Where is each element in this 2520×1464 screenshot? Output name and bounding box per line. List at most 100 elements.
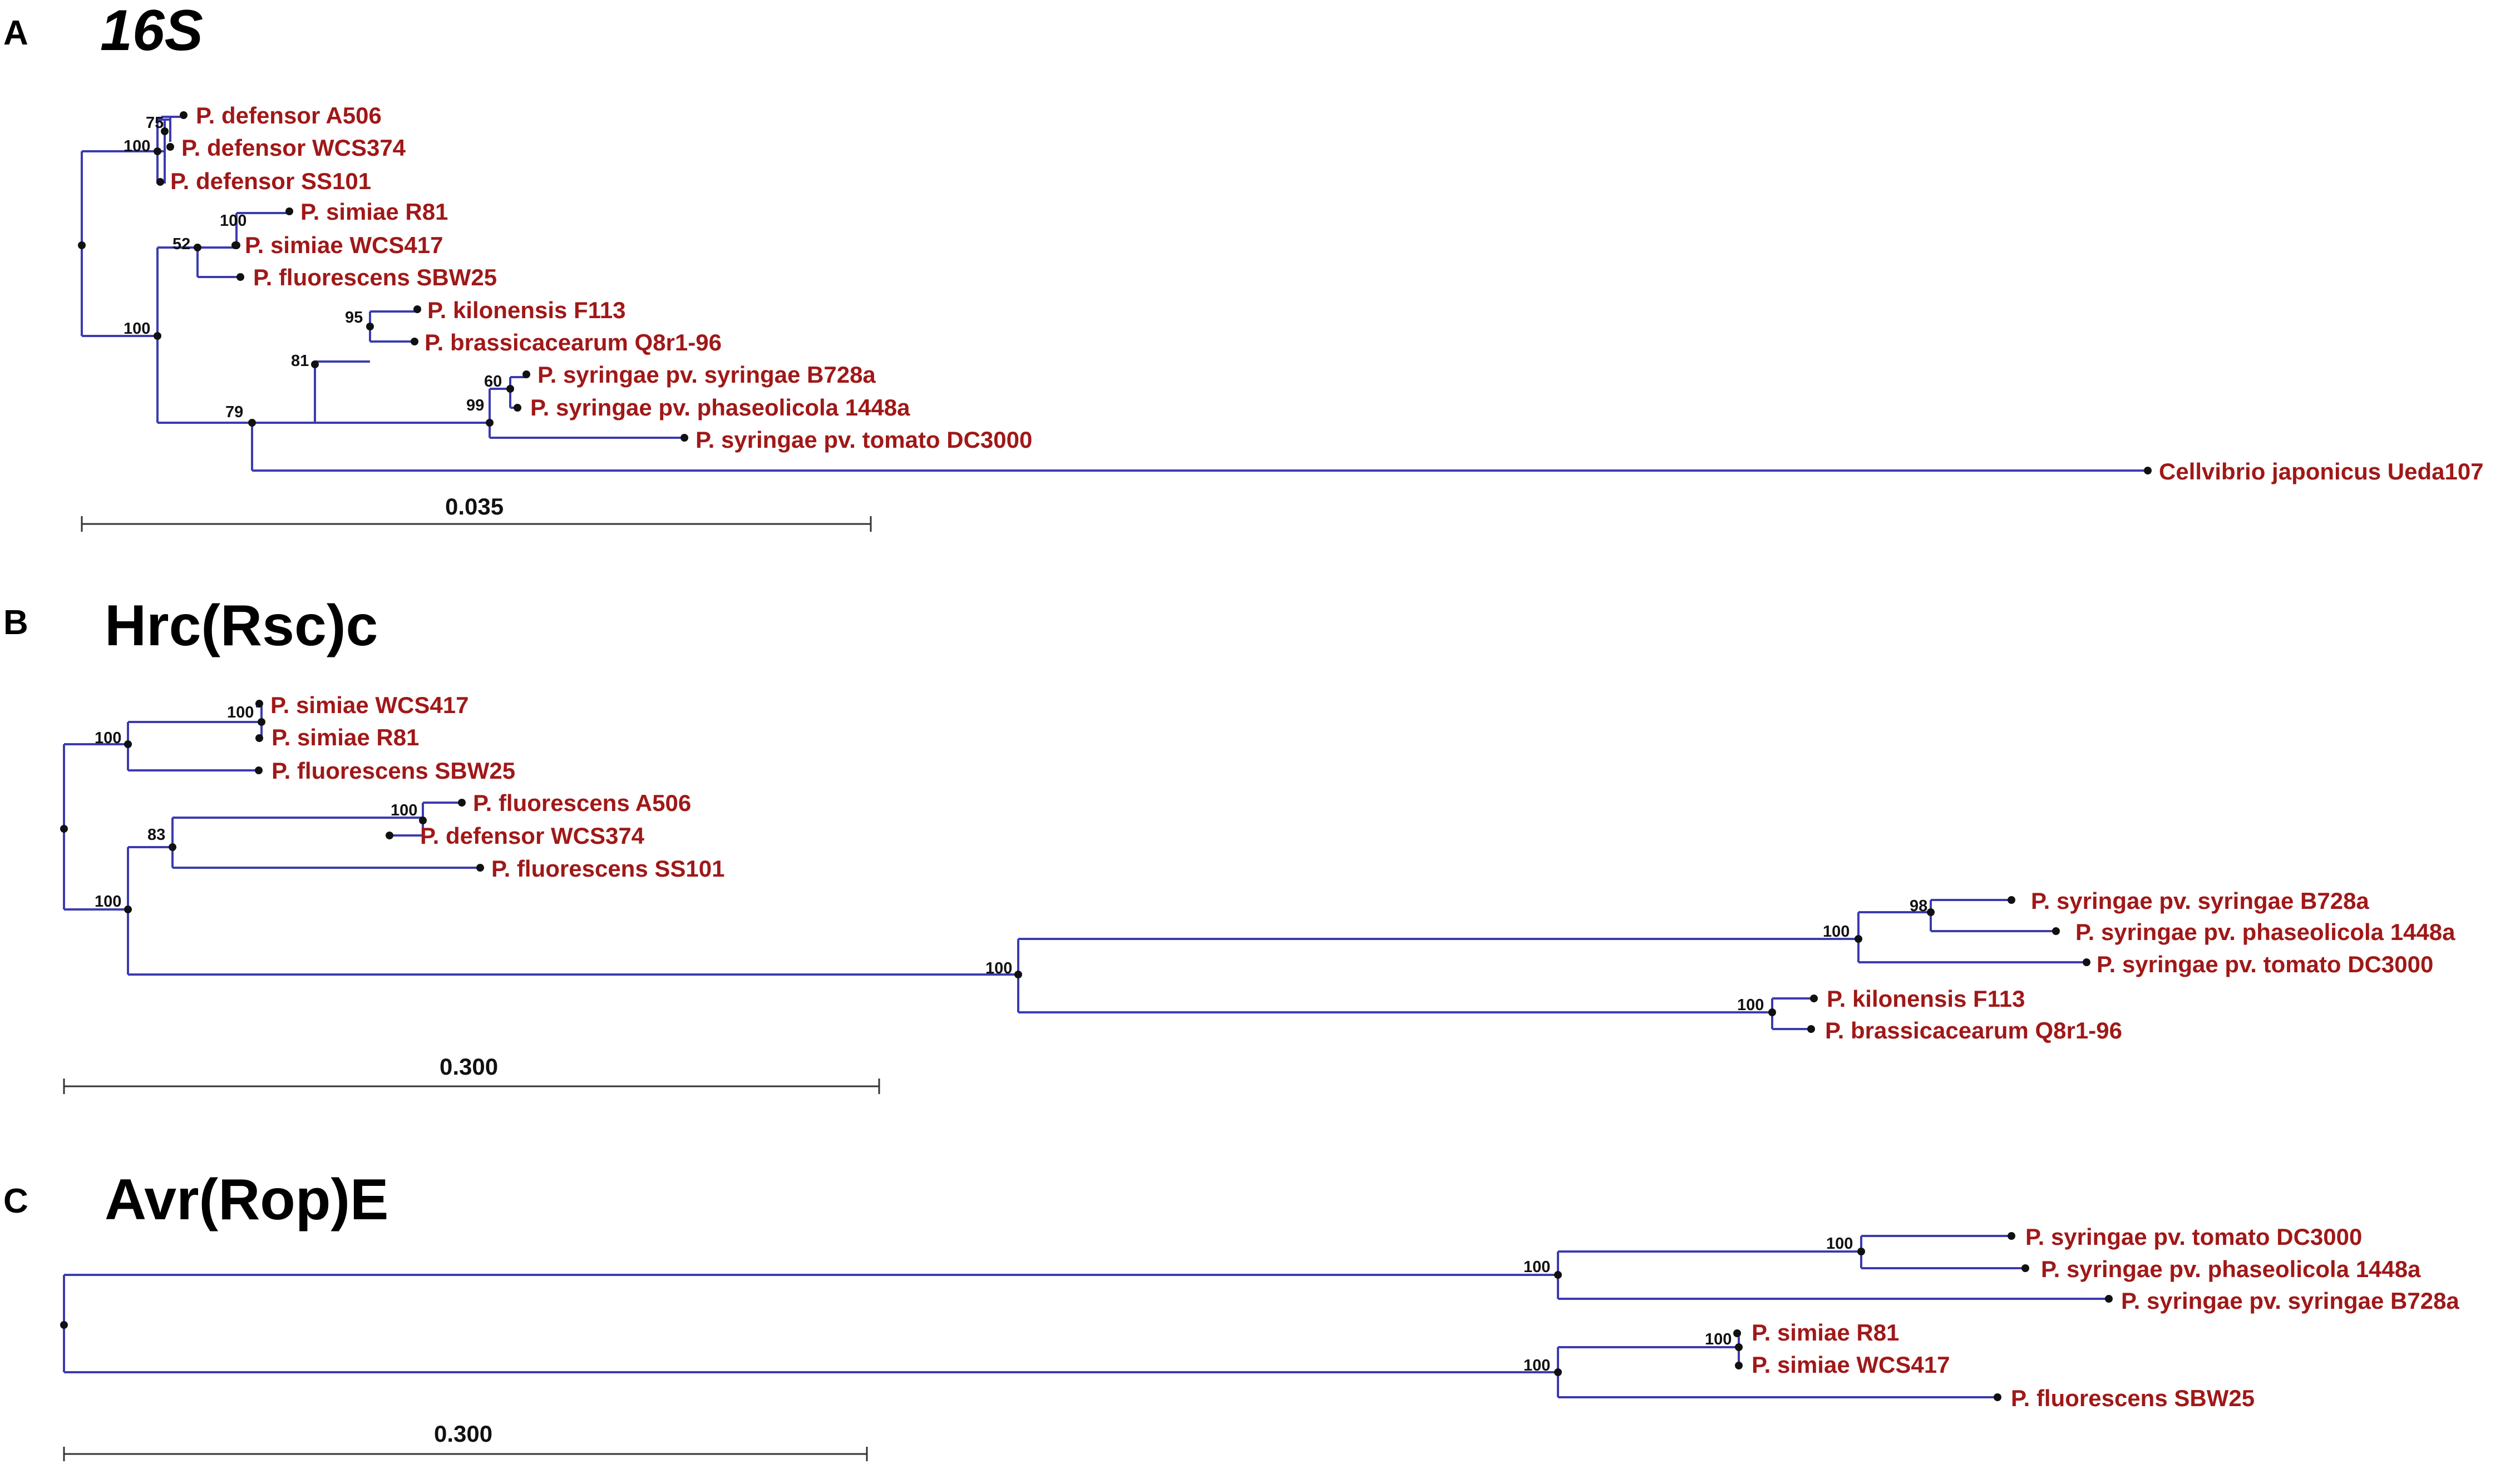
bootstrap-value: 100 <box>1523 1258 1550 1276</box>
leaf-tip <box>2008 896 2015 904</box>
leaf-label: P. simiae WCS417 <box>1752 1352 1950 1378</box>
leaf-label: P. fluorescens A506 <box>473 790 691 816</box>
leaf-label: P. syringae pv. tomato DC3000 <box>2025 1224 2362 1250</box>
panel-b: B Hrc(Rsc)c <box>3 593 2455 1094</box>
leaf-labels: P. simiae WCS417 P. simiae R81 P. fluore… <box>270 692 2455 1043</box>
bootstrap-value: 100 <box>220 212 246 230</box>
leaf-tip <box>1733 1329 1741 1337</box>
bootstrap-value: 100 <box>1523 1357 1550 1374</box>
leaf-label: P. syringae pv. phaseolicola 1448a <box>2041 1256 2421 1282</box>
node <box>506 385 514 393</box>
leaf-label: P. defensor SS101 <box>170 168 371 194</box>
node <box>124 906 132 913</box>
scale-bar-label: 0.300 <box>440 1054 498 1080</box>
bootstrap-value: 95 <box>345 309 363 327</box>
leaf-tip <box>1735 1362 1743 1369</box>
node <box>1857 1248 1865 1255</box>
node <box>161 127 169 135</box>
leaf-tip <box>386 832 393 839</box>
bootstrap-value: 100 <box>124 137 150 155</box>
leaf-tip <box>1807 1025 1815 1033</box>
leaf-label: P. simiae WCS417 <box>270 692 469 718</box>
bootstrap-value: 81 <box>291 352 309 370</box>
node <box>248 419 256 427</box>
bootstrap-value: 98 <box>1910 897 1927 915</box>
leaf-tip <box>2083 958 2090 966</box>
leaf-label: P. syringae pv. syringae B728a <box>537 362 876 388</box>
leaf-label: P. brassicacearum Q8r1-96 <box>425 329 722 355</box>
leaf-tip <box>2052 927 2060 935</box>
panel-title: Hrc(Rsc)c <box>105 593 378 658</box>
scale-bar: 0.035 <box>81 493 872 532</box>
panel-letter: C <box>3 1182 28 1220</box>
node <box>1735 1343 1743 1351</box>
tree-nodes <box>60 1232 2113 1401</box>
panel-c: C Avr(Rop)E P. syringae pv. tomato DC300… <box>3 1168 2459 1461</box>
leaf-label: P. kilonensis F113 <box>1827 986 2025 1012</box>
leaf-label: Cellvibrio japonicus Ueda107 <box>2159 458 2484 484</box>
node <box>1554 1368 1562 1376</box>
bootstrap-values: 75 100 100 52 95 81 60 99 79 100 <box>124 114 502 421</box>
leaf-tip <box>285 207 293 215</box>
leaf-tip <box>255 700 263 708</box>
node <box>60 1321 68 1329</box>
bootstrap-value: 75 <box>146 114 164 132</box>
node <box>169 843 176 851</box>
bootstrap-value: 99 <box>466 397 484 414</box>
panel-title: 16S <box>100 0 203 63</box>
panel-title: Avr(Rop)E <box>105 1168 388 1232</box>
tree-branches <box>63 705 2087 1030</box>
leaf-label: P. kilonensis F113 <box>427 297 625 323</box>
node <box>486 419 494 427</box>
scale-bar-label: 0.300 <box>434 1421 492 1447</box>
node <box>124 740 132 748</box>
leaf-label: P. simiae R81 <box>272 724 419 750</box>
leaf-tip <box>1994 1393 2001 1401</box>
leaf-tip <box>522 370 530 378</box>
bootstrap-values: 100 100 100 100 <box>1523 1235 1853 1374</box>
leaf-label: P. syringae pv. tomato DC3000 <box>2097 951 2433 977</box>
scale-bar: 0.300 <box>63 1054 880 1094</box>
leaf-tip <box>2144 467 2152 474</box>
leaf-tip <box>231 241 239 249</box>
node <box>1855 935 1862 943</box>
leaf-tip <box>476 864 484 872</box>
leaf-label: P. defensor A506 <box>196 102 382 128</box>
leaf-label: P. simiae R81 <box>1752 1319 1899 1346</box>
leaf-tip <box>2008 1232 2015 1240</box>
bootstrap-value: 100 <box>1705 1331 1732 1348</box>
leaf-tip <box>180 111 188 119</box>
leaf-labels: P. defensor A506 P. defensor WCS374 P. d… <box>170 102 2484 484</box>
leaf-label: P. defensor WCS374 <box>181 135 406 161</box>
scale-bar-label: 0.035 <box>445 493 504 520</box>
bootstrap-value: 100 <box>985 959 1012 977</box>
leaf-label: P. syringae pv. tomato DC3000 <box>696 427 1032 453</box>
panel-letter: B <box>3 604 28 642</box>
node <box>154 147 161 155</box>
leaf-label: P. syringae pv. syringae B728a <box>2121 1288 2459 1314</box>
bootstrap-value: 52 <box>172 235 190 253</box>
leaf-tip <box>236 273 244 281</box>
leaf-label: P. syringae pv. syringae B728a <box>2031 888 2369 914</box>
bootstrap-value: 83 <box>147 826 165 844</box>
leaf-tip <box>166 143 174 151</box>
node <box>311 360 319 368</box>
node <box>366 323 374 330</box>
bootstrap-value: 79 <box>225 403 243 421</box>
leaf-label: P. fluorescens SS101 <box>491 855 724 882</box>
scale-bar: 0.300 <box>63 1421 868 1461</box>
leaf-tip <box>156 178 164 186</box>
leaf-tip <box>255 766 263 774</box>
leaf-label: P. fluorescens SBW25 <box>2011 1385 2255 1411</box>
tree-branches <box>81 116 2148 472</box>
node <box>1554 1271 1562 1279</box>
leaf-tip <box>2021 1264 2029 1272</box>
bootstrap-value: 100 <box>227 704 254 721</box>
bootstrap-value: 100 <box>1826 1235 1853 1253</box>
leaf-labels: P. syringae pv. tomato DC3000 P. syringa… <box>1752 1224 2459 1411</box>
bootstrap-value: 100 <box>1737 996 1764 1014</box>
bootstrap-value: 100 <box>391 802 417 819</box>
panel-a: A 16S <box>3 0 2484 532</box>
leaf-tip <box>411 338 418 345</box>
